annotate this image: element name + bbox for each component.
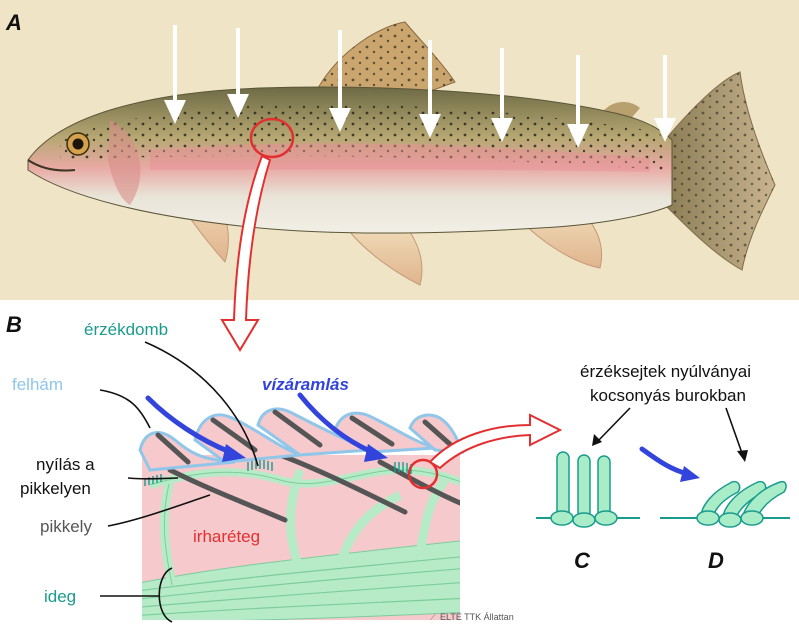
- label-sensory-line2: kocsonyás burokban: [590, 386, 746, 405]
- panel-label-d: D: [708, 548, 724, 573]
- sensory-cell: [572, 512, 596, 528]
- label-sensory-line1: érzéksejtek nyúlványai: [580, 362, 751, 381]
- credit-mark: ⟋: [430, 613, 436, 622]
- fish-mouth: [27, 159, 76, 172]
- label-vizaramlas: vízáramlás: [262, 375, 349, 394]
- panel-c-cupulae: [536, 451, 640, 528]
- lateral-line-band: [150, 143, 650, 172]
- leader-erzekdomb: [144, 341, 259, 467]
- label-felham: felhám: [12, 375, 63, 394]
- label-nyilas-line1: nyílás a: [36, 455, 95, 474]
- sensory-leaders: [592, 407, 748, 462]
- nerve-bracket: [158, 567, 173, 623]
- label-pikkely: pikkely: [40, 517, 92, 536]
- panel-d-cupulae: [639, 446, 790, 528]
- blue-flow-arrow-icon: [639, 446, 691, 477]
- cupula: [556, 451, 570, 519]
- nerve-branch: [415, 477, 449, 556]
- red-zoom-arrow-icon: [220, 154, 272, 352]
- blue-flow-arrow-icon: [222, 444, 246, 462]
- downward-arrow-icon: [491, 118, 513, 142]
- water-pressure-arrows: [164, 25, 676, 148]
- panel-label-c: C: [574, 548, 591, 573]
- sensory-cell: [740, 510, 764, 526]
- skin-cross-section: [142, 455, 460, 620]
- leader-felham: [99, 389, 151, 429]
- blue-flow-arrow-icon: [145, 395, 233, 455]
- cupula: [577, 454, 591, 519]
- sensory-cell: [696, 510, 720, 526]
- fish-pupil: [72, 138, 84, 150]
- leader-arrowhead: [592, 434, 602, 446]
- sensory-cell: [718, 512, 742, 528]
- zoom-circle-a: [249, 117, 295, 159]
- panel-label-b: B: [6, 312, 22, 337]
- blue-flow-arrow-icon: [680, 466, 700, 482]
- panel-a: A: [0, 0, 799, 352]
- downward-arrow-icon: [567, 124, 589, 148]
- bent-cupula: [721, 480, 767, 523]
- red-zoom-arrow-icon: [428, 413, 563, 470]
- panel-label-a: A: [5, 10, 22, 35]
- gill-cover: [108, 120, 141, 205]
- nerve-branch: [335, 490, 403, 567]
- scale-tip: [422, 419, 455, 449]
- blue-flow-arrow-icon: [297, 392, 375, 455]
- label-ideg: ideg: [44, 587, 76, 606]
- credit-text: ELTE TTK Állattan: [440, 612, 514, 622]
- downward-arrow-icon: [419, 114, 441, 138]
- scale: [377, 459, 460, 506]
- label-irhareteg: irharéteg: [193, 527, 260, 546]
- dorsal-fin-spots: [318, 22, 455, 95]
- leader-arrowhead: [737, 450, 748, 462]
- tail-fin-spots: [665, 72, 775, 270]
- sensory-cell: [550, 510, 574, 526]
- scale-tip: [155, 432, 191, 465]
- sensory-cell: [594, 510, 618, 526]
- panel-b: B: [6, 312, 563, 623]
- cupula: [597, 455, 611, 519]
- scale-tip: [349, 415, 395, 447]
- leader-lines: [99, 341, 259, 623]
- scale-tip: [272, 409, 323, 448]
- downward-arrow-icon: [329, 108, 351, 132]
- scale-tip: [210, 417, 258, 453]
- water-flow-arrows: [145, 392, 388, 462]
- pelvic-fin: [348, 231, 423, 286]
- panels-c-d: érzéksejtek nyúlványai kocsonyás burokba…: [536, 362, 790, 573]
- downward-arrow-icon: [654, 118, 676, 142]
- leader-pikkely: [107, 494, 211, 527]
- leader-nyilas: [127, 477, 179, 480]
- label-nyilas-line2: pikkelyen: [20, 479, 91, 498]
- label-erzekdomb: érzékdomb: [84, 320, 168, 339]
- downward-arrow-icon: [164, 100, 186, 124]
- fish-body-spots: [60, 104, 665, 170]
- zoom-circle-b: [407, 458, 439, 490]
- blue-flow-arrow-icon: [364, 444, 388, 462]
- scale: [277, 455, 408, 515]
- scale: [167, 467, 288, 523]
- downward-arrow-icon: [227, 94, 249, 118]
